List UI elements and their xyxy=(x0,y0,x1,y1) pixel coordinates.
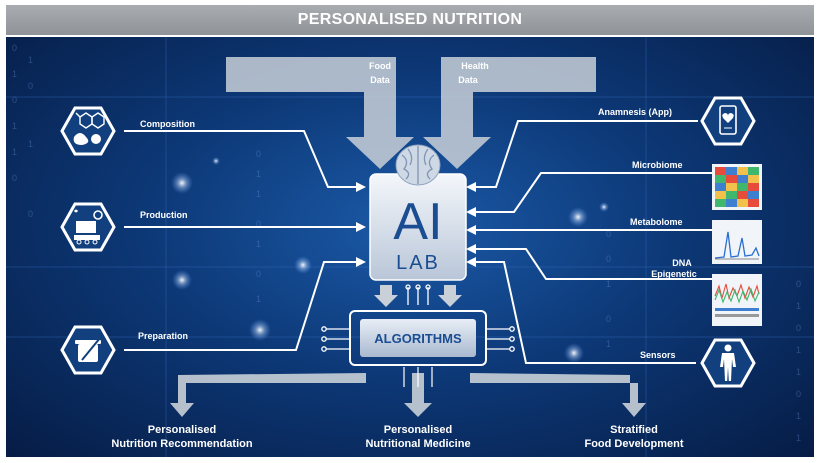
ai-text: AI xyxy=(393,193,442,251)
metabolome-label: Metabolome xyxy=(630,217,683,227)
output-3-line1: Stratified xyxy=(610,424,658,436)
human-body-icon xyxy=(700,338,756,388)
svg-text:1: 1 xyxy=(12,121,17,131)
lab-to-algorithms-arrows xyxy=(374,285,462,307)
left-connectors xyxy=(124,130,356,351)
svg-text:1: 1 xyxy=(606,339,611,349)
svg-text:0: 0 xyxy=(796,279,801,289)
binary-background: 0 1 0 1 1 0 1 0 1 0 0 1 1 0 1 0 1 0 0 1 0 1 0 1 0 1 1 0 1 1 xyxy=(12,43,801,443)
glow-dots xyxy=(171,157,609,363)
preparation-label: Preparation xyxy=(138,331,188,341)
svg-text:1: 1 xyxy=(12,147,17,157)
pot-icon xyxy=(60,325,116,375)
health-label: Health xyxy=(461,61,489,71)
heatmap-icon xyxy=(712,164,762,210)
dna-sequence-icon xyxy=(712,274,762,326)
svg-text:0: 0 xyxy=(606,314,611,324)
diagram-canvas: 0 1 0 1 1 0 1 0 1 0 0 1 1 0 1 0 1 0 0 1 0 1 0 1 0 1 1 0 1 1 xyxy=(6,37,814,457)
svg-text:1: 1 xyxy=(796,345,801,355)
svg-text:0: 0 xyxy=(256,219,261,229)
svg-text:1: 1 xyxy=(28,55,33,65)
dna-label: DNA xyxy=(672,258,692,268)
svg-text:0: 0 xyxy=(12,43,17,53)
diagram-panel: 0 1 0 1 1 0 1 0 1 0 0 1 1 0 1 0 1 0 0 1 0 1 0 1 0 1 1 0 1 1 xyxy=(6,37,814,457)
epigenetic-label: Epigenetic xyxy=(651,269,697,279)
factory-icon xyxy=(60,202,116,252)
output-1-line2: Nutrition Recommendation xyxy=(111,438,252,450)
svg-text:1: 1 xyxy=(606,279,611,289)
food-data-label: Data xyxy=(370,75,391,85)
anamnesis-label: Anamnesis (App) xyxy=(598,107,672,117)
svg-text:0: 0 xyxy=(28,81,33,91)
svg-text:1: 1 xyxy=(796,433,801,443)
svg-text:1: 1 xyxy=(28,139,33,149)
chip-icon xyxy=(321,310,515,366)
lab-circuit-lines xyxy=(405,284,431,305)
svg-text:1: 1 xyxy=(796,411,801,421)
production-label: Production xyxy=(140,210,188,220)
food-data-arrow xyxy=(226,57,414,169)
spectrum-icon xyxy=(712,220,762,264)
composition-label: Composition xyxy=(140,119,195,129)
svg-text:1: 1 xyxy=(256,239,261,249)
svg-text:1: 1 xyxy=(256,294,261,304)
svg-text:0: 0 xyxy=(12,173,17,183)
sensors-label: Sensors xyxy=(640,350,676,360)
page-title: PERSONALISED NUTRITION xyxy=(297,11,523,28)
output-1-line1: Personalised xyxy=(148,424,216,436)
svg-text:1: 1 xyxy=(256,169,261,179)
output-2-line1: Personalised xyxy=(384,424,452,436)
output-2-line2: Nutritional Medicine xyxy=(365,438,470,450)
svg-text:1: 1 xyxy=(796,367,801,377)
lab-text: LAB xyxy=(396,252,440,274)
output-arrows xyxy=(170,373,646,417)
title-bar: PERSONALISED NUTRITION xyxy=(6,5,814,35)
svg-text:0: 0 xyxy=(606,229,611,239)
algorithms-label: ALGORITHMS xyxy=(374,331,462,346)
chip-output-lines xyxy=(403,367,433,387)
molecule-icon xyxy=(60,106,116,156)
health-data-label: Data xyxy=(458,75,479,85)
right-connectors xyxy=(476,120,712,364)
svg-text:1: 1 xyxy=(796,301,801,311)
svg-text:0: 0 xyxy=(256,269,261,279)
svg-text:0: 0 xyxy=(256,149,261,159)
left-arrowheads xyxy=(356,182,366,267)
svg-text:0: 0 xyxy=(796,389,801,399)
svg-text:0: 0 xyxy=(606,254,611,264)
svg-text:1: 1 xyxy=(256,189,261,199)
svg-text:0: 0 xyxy=(12,95,17,105)
svg-text:1: 1 xyxy=(12,69,17,79)
food-label: Food xyxy=(369,61,391,71)
right-arrowheads xyxy=(466,182,476,267)
svg-text:0: 0 xyxy=(796,323,801,333)
health-data-arrow xyxy=(423,57,596,169)
output-3-line2: Food Development xyxy=(584,438,683,450)
microbiome-label: Microbiome xyxy=(632,160,683,170)
brain-icon xyxy=(395,144,441,186)
phone-heart-icon xyxy=(700,96,756,146)
svg-text:0: 0 xyxy=(28,209,33,219)
